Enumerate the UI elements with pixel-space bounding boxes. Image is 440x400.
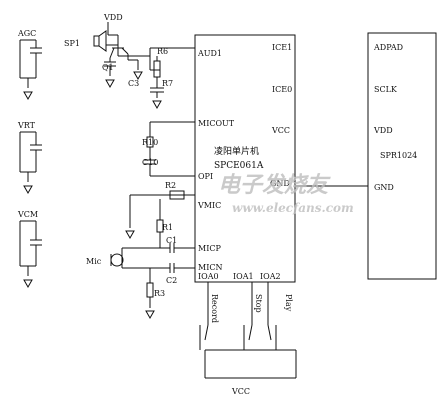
c3-label: C3 (128, 79, 139, 88)
spr1024-chip-box (367, 32, 437, 280)
stop-button-label: Stop (254, 294, 263, 313)
q1-label: Q1 (102, 63, 114, 72)
mcu-pin-gnd: GND (270, 179, 290, 188)
watermark-cn: 电子发烧友 (218, 172, 331, 198)
r1-label: R1 (162, 223, 173, 232)
ground-icon (145, 310, 155, 320)
mcu-pin-ice0: ICE0 (272, 85, 292, 94)
mcu-pin-opi: OPI (198, 172, 213, 181)
spr-pin-vdd: VDD (373, 126, 393, 135)
watermark-url: www.elecfans.com (232, 201, 354, 215)
left-network (110, 121, 195, 320)
agc-label: AGC (17, 29, 36, 38)
bottom-buttons (199, 282, 297, 379)
mcu-chinese-name: 凌阳单片机 (214, 145, 259, 157)
r7-label: R7 (162, 79, 173, 88)
ground-icon (133, 71, 143, 81)
mcu-pin-aud1: AUD1 (197, 49, 222, 58)
mic-label: Mic (86, 257, 102, 266)
sp1-label: SP1 (64, 39, 80, 48)
vcm-capacitor-symbol (19, 220, 42, 289)
agc-capacitor-symbol (19, 39, 42, 101)
ground-icon (23, 91, 33, 101)
vdd-label: VDD (103, 13, 123, 22)
microphone-icon (110, 253, 124, 267)
ground-icon (125, 230, 135, 240)
play-button-label: Play (284, 294, 293, 312)
r3-label: R3 (154, 289, 165, 298)
mcu-pin-vcc: VCC (271, 126, 290, 135)
mcu-chip-box (194, 34, 296, 283)
c2-label: C2 (166, 276, 177, 285)
r2-label: R2 (165, 181, 176, 190)
mcu-pin-ioa2: IOA2 (260, 272, 281, 281)
mcu-model: SPCE061A (214, 161, 264, 171)
mcu-pin-ioa0: IOA0 (198, 272, 219, 281)
c10-label: C10 (142, 158, 158, 167)
spr-pin-sclk: SCLK (374, 85, 398, 94)
resistor-r2-icon (169, 190, 185, 200)
ground-icon (23, 279, 33, 289)
mcu-pin-vmic: VMIC (197, 201, 221, 210)
r10-label: R10 (142, 138, 158, 147)
spr-pin-gnd: GND (374, 183, 394, 192)
vcc-bottom-label: VCC (231, 387, 250, 396)
speaker-driver-circuit (93, 22, 195, 110)
vrt-label: VRT (17, 121, 36, 130)
spr-model-label: SPR1024 (380, 151, 417, 160)
speaker-icon (93, 35, 100, 47)
mcu-pin-micp: MICP (198, 244, 221, 253)
ground-icon (23, 185, 33, 195)
mcu-pin-micout: MICOUT (198, 119, 235, 128)
spr-pin-adpad: ADPAD (373, 43, 403, 52)
resistor-r6-icon (153, 60, 161, 78)
record-button-label: Record (210, 294, 219, 323)
r6-label: R6 (157, 47, 168, 56)
c1-label: C1 (166, 236, 177, 245)
mcu-pin-ioa1: IOA1 (233, 272, 254, 281)
resistor-r3-icon (146, 282, 154, 298)
mcu-pin-ice1: ICE1 (272, 43, 292, 52)
ground-icon (105, 79, 115, 89)
vrt-capacitor-symbol (19, 131, 42, 195)
vcm-label: VCM (17, 210, 38, 219)
mcu-pin-micn: MICN (198, 263, 222, 272)
ground-icon (152, 100, 162, 110)
